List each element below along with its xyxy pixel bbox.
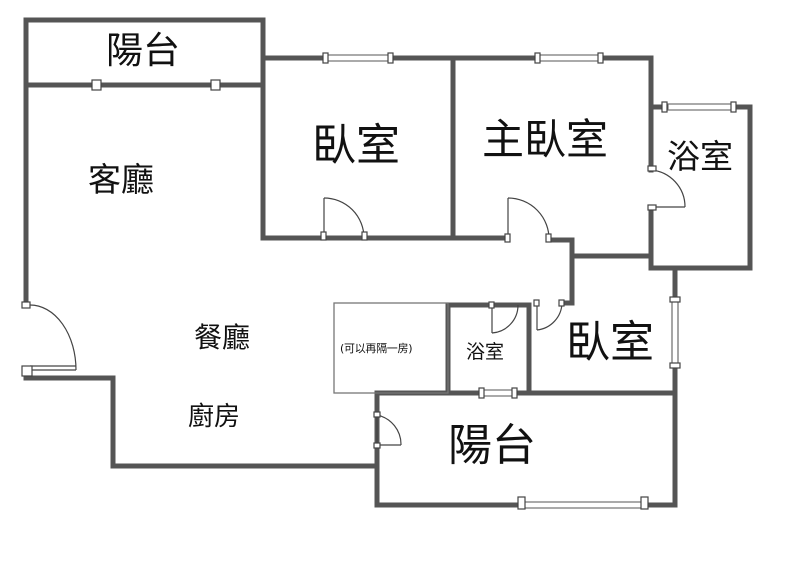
room-label-dining-room: 餐廳 (194, 321, 251, 354)
room-label-partition-room: (可以再隔一房) (340, 342, 413, 355)
room-label-living-room: 客廳 (88, 160, 154, 199)
room-label-bathroom-1: 浴室 (667, 137, 733, 176)
room-label-balcony-top: 陽台 (106, 29, 180, 72)
windows (91, 52, 737, 510)
room-label-master-bedroom: 主臥室 (482, 115, 609, 164)
partition-lines (333, 302, 449, 394)
room-label-balcony-bottom: 陽台 (448, 420, 536, 471)
room-label-bathroom-2: 浴室 (466, 341, 505, 363)
room-label-bedroom-2: 臥室 (566, 317, 654, 368)
room-label-bedroom-1: 臥室 (312, 120, 400, 171)
room-label-kitchen: 廚房 (188, 402, 241, 432)
doors (21, 165, 686, 449)
walls (23, 17, 753, 508)
